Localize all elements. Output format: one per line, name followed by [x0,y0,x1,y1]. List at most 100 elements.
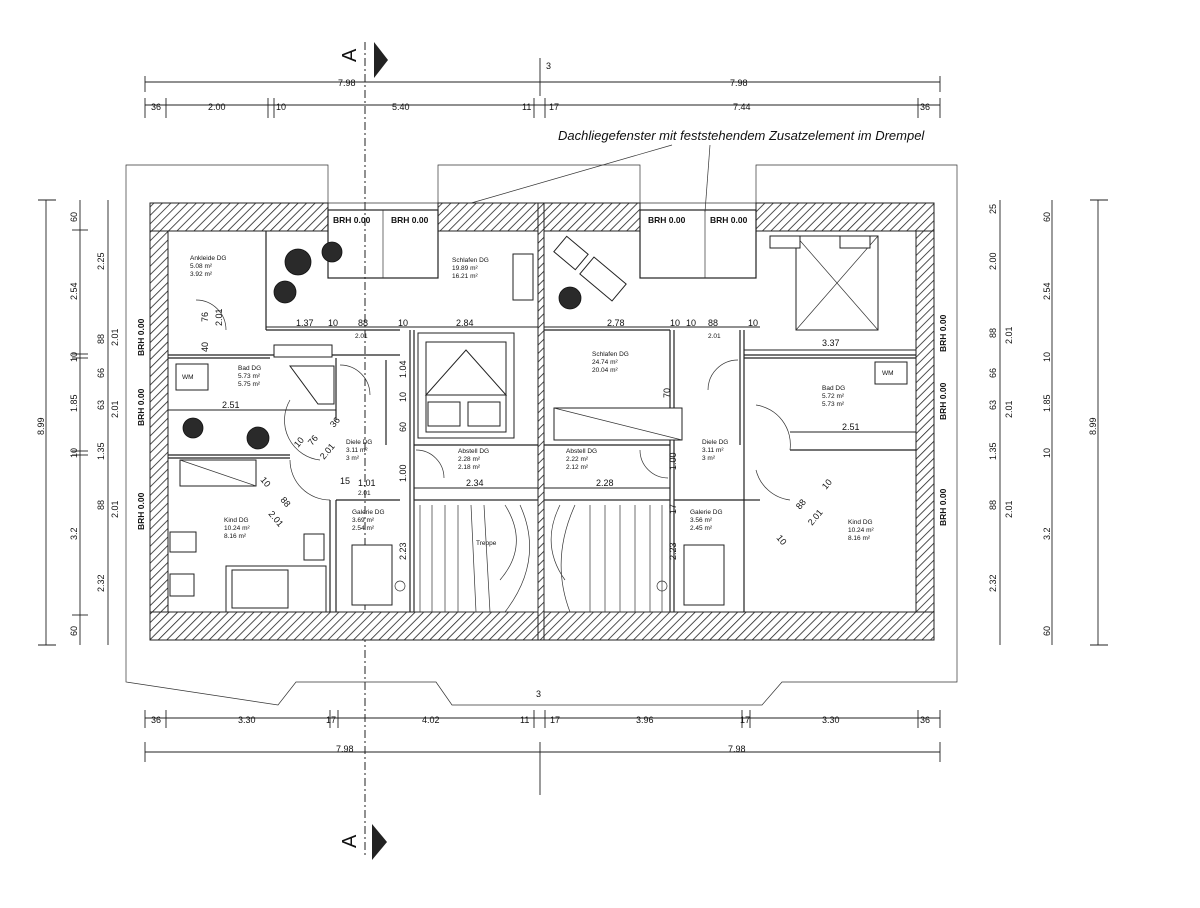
section-marker-top: A [339,48,361,62]
svg-text:7.98: 7.98 [336,744,354,754]
furniture [169,235,908,613]
svg-text:88: 88 [988,328,998,338]
svg-text:2.84: 2.84 [456,318,474,328]
svg-text:1.04: 1.04 [398,360,408,378]
top-d7: 7.44 [733,102,751,112]
svg-text:2.23: 2.23 [398,542,408,560]
svg-text:66: 66 [96,368,106,378]
svg-text:70: 70 [662,388,672,398]
svg-text:2.32: 2.32 [988,574,998,592]
svg-text:10: 10 [69,448,79,458]
top-d2: 2.00 [208,102,226,112]
svg-text:88: 88 [358,318,368,328]
svg-text:40: 40 [200,342,210,352]
top-d1: 36 [151,102,161,112]
svg-text:88: 88 [708,318,718,328]
svg-text:17: 17 [326,715,336,725]
svg-text:3.2: 3.2 [1042,527,1052,540]
svg-text:8.99: 8.99 [1088,417,1098,435]
top-mid: 3 [546,61,551,71]
svg-text:1.35: 1.35 [96,442,106,460]
svg-text:88: 88 [96,500,106,510]
svg-text:17: 17 [668,504,678,514]
svg-text:2.32: 2.32 [96,574,106,592]
svg-text:2.54: 2.54 [1042,282,1052,300]
svg-text:17: 17 [740,715,750,725]
svg-text:76: 76 [200,312,210,322]
svg-text:17: 17 [550,715,560,725]
svg-text:3.30: 3.30 [822,715,840,725]
svg-text:15: 15 [340,476,350,486]
svg-text:36: 36 [920,715,930,725]
svg-text:3.2: 3.2 [69,527,79,540]
svg-text:BRH 0.00: BRH 0.00 [136,388,146,426]
svg-text:88: 88 [794,497,808,511]
svg-text:10: 10 [820,477,834,491]
svg-text:4.02: 4.02 [422,715,440,725]
top-overall-right: 7.98 [730,78,748,88]
svg-text:88: 88 [988,500,998,510]
svg-text:2.23: 2.23 [668,542,678,560]
top-dimension-chain: 7.98 7.98 3 36 2.00 10 5.40 11 17 7.44 3… [144,58,941,118]
svg-text:2.01: 2.01 [110,400,120,418]
svg-text:2.01: 2.01 [355,333,368,340]
svg-text:2.54: 2.54 [69,282,79,300]
svg-text:10: 10 [258,475,272,489]
svg-text:2.01: 2.01 [1004,500,1014,518]
top-d8: 36 [920,102,930,112]
svg-text:2.78: 2.78 [607,318,625,328]
svg-text:1.85: 1.85 [1042,394,1052,412]
svg-text:60: 60 [398,422,408,432]
interior-dimensions: 1.37 10 88 10 2.84 2.01 2.78 10 10 88 10… [168,308,916,560]
svg-text:2.01: 2.01 [358,490,371,497]
svg-text:2.01: 2.01 [318,441,337,461]
svg-text:2.01: 2.01 [806,507,825,527]
bottom-dimension-chain: 3 36 3.30 17 4.02 11 17 3.96 17 3.30 36 … [144,689,941,795]
section-arrow-top [374,42,388,78]
svg-text:36: 36 [151,715,161,725]
section-marker-bottom: A [339,834,361,848]
svg-text:60: 60 [69,626,79,636]
svg-text:36: 36 [328,415,342,429]
svg-text:BRH 0.00: BRH 0.00 [938,314,948,352]
right-dimension-chain: 8.99 60 2.54 10 1.85 10 3.2 60 25 2.00 8… [988,199,1108,646]
svg-text:25: 25 [988,204,998,214]
svg-text:10: 10 [398,392,408,402]
svg-text:3: 3 [536,689,541,699]
svg-text:8.99: 8.99 [36,417,46,435]
svg-text:76: 76 [306,433,320,447]
svg-text:1.00: 1.00 [398,464,408,482]
staircase: Treppe [394,499,671,613]
svg-text:2.01: 2.01 [110,500,120,518]
svg-text:10: 10 [1042,448,1052,458]
svg-text:2.01: 2.01 [214,308,224,326]
wm-left: WM [182,374,194,381]
window-note: Dachliegefenster mit feststehendem Zusat… [558,128,925,143]
svg-text:60: 60 [69,212,79,222]
svg-text:60: 60 [1042,626,1052,636]
svg-text:63: 63 [96,400,106,410]
svg-text:BRH 0.00: BRH 0.00 [938,382,948,420]
svg-text:2.01: 2.01 [1004,400,1014,418]
outer-walls [149,202,935,641]
svg-text:2.00: 2.00 [988,252,998,270]
brh-top-4: BRH 0.00 [710,215,748,225]
svg-text:10: 10 [774,533,788,547]
svg-text:1.37: 1.37 [296,318,314,328]
left-dimension-chain: 8.99 60 2.54 10 1.85 10 3.2 60 2.25 2.01… [36,199,120,646]
svg-text:2.01: 2.01 [110,328,120,346]
svg-text:BRH 0.00: BRH 0.00 [136,492,146,530]
svg-text:2.51: 2.51 [842,422,860,432]
